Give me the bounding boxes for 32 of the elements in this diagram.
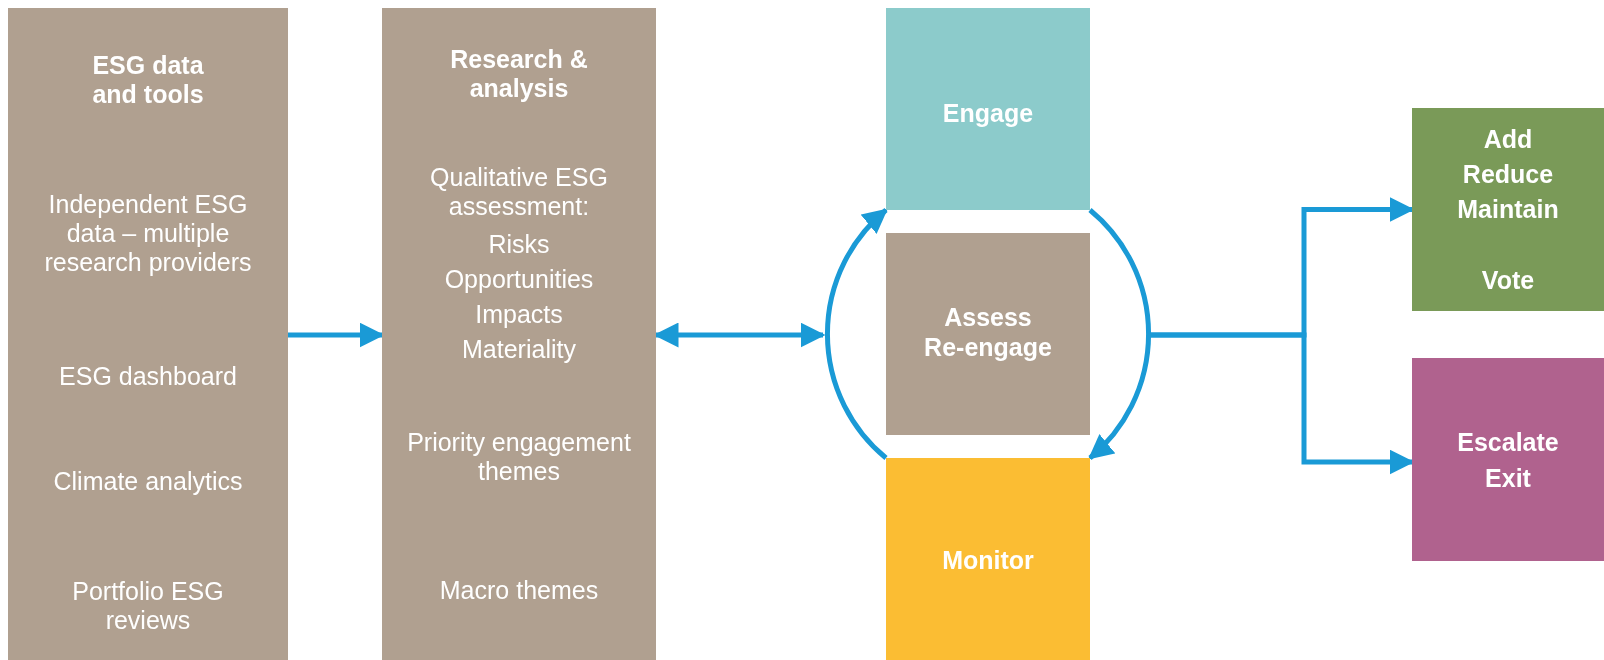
action-box xyxy=(1412,358,1604,561)
panel xyxy=(382,8,656,660)
list-item: Impacts xyxy=(474,299,564,329)
list-item: Independent ESG data – multiple research providers xyxy=(43,189,253,277)
action-box xyxy=(1412,108,1604,311)
heading: ESG data and tools xyxy=(91,51,205,109)
heading: Vote xyxy=(1480,265,1536,295)
heading: Re-engage xyxy=(923,332,1053,362)
list-item: Climate analytics xyxy=(52,466,244,496)
list-item: Priority engagement themes xyxy=(406,428,632,486)
list-item: Qualitative ESG assessment: xyxy=(429,163,609,221)
list-item: Materiality xyxy=(461,334,577,364)
stage-box xyxy=(886,458,1090,660)
arrow xyxy=(1088,208,1151,460)
heading: Engage xyxy=(941,98,1035,128)
stage-box xyxy=(886,8,1090,210)
heading: Maintain xyxy=(1456,194,1560,224)
heading: Escalate xyxy=(1456,427,1560,457)
list-item: Risks xyxy=(487,229,551,259)
list-item: Portfolio ESG reviews xyxy=(71,577,225,635)
heading: Reduce xyxy=(1461,159,1555,189)
stage-box xyxy=(886,233,1090,435)
arrow xyxy=(825,208,888,460)
heading: Research & analysis xyxy=(449,45,589,103)
panel xyxy=(8,8,288,660)
heading: Add xyxy=(1482,124,1534,154)
heading: Monitor xyxy=(941,545,1035,575)
list-item: Macro themes xyxy=(438,575,600,605)
heading: Exit xyxy=(1484,463,1532,493)
heading: Assess xyxy=(943,302,1033,332)
list-item: Opportunities xyxy=(443,264,595,294)
list-item: ESG dashboard xyxy=(58,361,238,391)
